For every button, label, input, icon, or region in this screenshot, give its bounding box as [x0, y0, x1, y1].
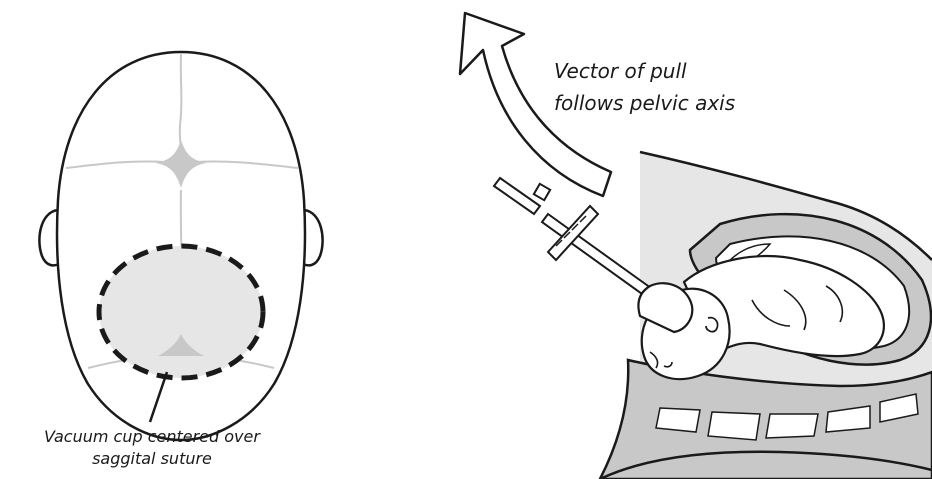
vector-caption-line-1: Vector of pull — [554, 59, 687, 83]
fetal-head-top-view — [39, 52, 322, 440]
extractor-tubing — [494, 178, 540, 214]
cup-caption-line-1: Vacuum cup centered over — [44, 427, 261, 446]
vector-caption-line-2: follows pelvic axis — [554, 91, 735, 115]
cup-caption-line-2: saggital suture — [92, 449, 212, 468]
extractor-valve — [534, 184, 550, 200]
